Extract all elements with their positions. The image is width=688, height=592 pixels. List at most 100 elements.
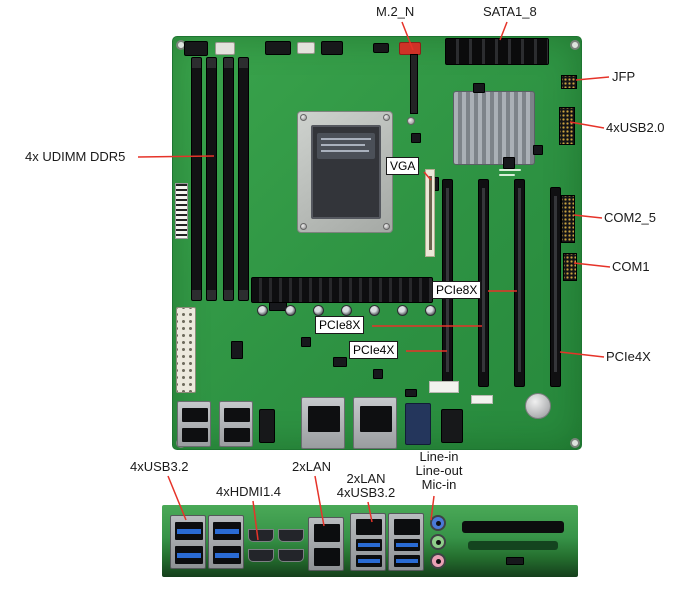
callout-4xusb3-2-line: 4xUSB3.2 — [336, 485, 396, 500]
socket-print-line — [321, 150, 369, 152]
hdmi-port — [278, 549, 304, 562]
socket-print-line — [321, 138, 371, 140]
usb-tongue — [396, 559, 418, 563]
dimm-slot — [223, 57, 234, 301]
callout-pcie4x-right: PCIe4X — [606, 349, 651, 364]
audio-stack-top-view — [405, 403, 431, 445]
port-opening — [182, 428, 208, 442]
usb-tongue — [358, 543, 380, 547]
usb-tongue — [358, 559, 380, 563]
mic-in-jack — [430, 553, 446, 569]
jack-hole — [435, 539, 441, 545]
pcie-slot — [550, 187, 561, 387]
boxlabel-pcie4x: PCIe4X — [349, 341, 399, 359]
usb-tongue — [215, 529, 239, 534]
hdmi-port — [278, 529, 304, 542]
boxlabel-pcie8x-lower: PCIe8X — [315, 316, 365, 334]
lan-port — [356, 519, 382, 535]
usb32-port — [175, 522, 203, 540]
slot-groove — [482, 188, 485, 372]
usb32-port — [213, 546, 241, 564]
lan-port — [394, 519, 420, 535]
top-edge-connector — [215, 42, 235, 55]
usb-tongue — [396, 543, 418, 547]
port-opening — [360, 406, 392, 432]
vga-slot — [425, 169, 435, 257]
usb32-port — [356, 555, 382, 567]
line-in-jack — [430, 515, 446, 531]
lan-port — [314, 548, 340, 566]
label-sticker — [429, 381, 459, 393]
capacitor — [341, 305, 352, 316]
hdmi-port — [248, 529, 274, 542]
com1-header — [563, 253, 577, 281]
mounting-hole — [570, 40, 580, 50]
hdmi-port — [248, 549, 274, 562]
boxlabel-pcie8x-upper: PCIe8X — [432, 281, 482, 299]
top-edge-connector — [265, 41, 291, 55]
cmos-battery — [525, 393, 551, 419]
label-sticker — [471, 395, 493, 404]
silkscreen-mark — [499, 174, 515, 176]
com2-5-header — [561, 195, 575, 243]
callout-4xhdmi1-4: 4xHDMI1.4 — [216, 484, 282, 499]
lan-jack-top-view — [353, 397, 397, 449]
chip — [373, 369, 383, 379]
chip — [411, 133, 421, 143]
motherboard-photo — [172, 36, 582, 450]
barcode-sticker — [175, 183, 188, 239]
callout-line-out: Line-out — [415, 463, 463, 478]
pcie-slot — [514, 179, 525, 387]
slot-groove — [518, 188, 521, 372]
usb-tongue — [215, 553, 239, 558]
atx-power-connector — [176, 307, 196, 393]
lan-usb-combo-stack — [388, 513, 424, 571]
usb32-port — [175, 546, 203, 564]
port-opening — [308, 406, 340, 432]
usb-stack-top-view — [219, 401, 253, 447]
usb2-headers — [559, 107, 575, 145]
capacitor — [285, 305, 296, 316]
port-opening — [224, 408, 250, 422]
m2-slot — [410, 54, 418, 114]
mounting-hole — [570, 438, 580, 448]
io-connector-top-view — [441, 409, 463, 443]
callout-m2: M.2_N — [376, 4, 415, 19]
chip — [503, 157, 515, 169]
capacitor — [425, 305, 436, 316]
callout-4xusb2-0: 4xUSB2.0 — [606, 120, 665, 135]
top-edge-connector — [297, 42, 315, 54]
socket-screw — [300, 223, 307, 230]
silkscreen-mark — [499, 169, 521, 171]
callout-2xlan-line: 2xLAN — [346, 471, 386, 486]
slot-groove — [554, 196, 557, 372]
fan-header — [373, 43, 389, 53]
vrm-heatsink — [251, 277, 433, 303]
usb32-port-stack — [208, 515, 244, 569]
line-out-jack — [430, 534, 446, 550]
sata-ports — [445, 38, 549, 65]
chip — [405, 389, 417, 397]
usb32-port — [213, 522, 241, 540]
cpu-socket-label — [317, 133, 375, 159]
callout-jfp: JFP — [612, 69, 636, 84]
usb-tongue — [177, 553, 201, 558]
socket-print-line — [321, 144, 365, 146]
top-edge-connector — [321, 41, 343, 55]
dimm-slot — [191, 57, 202, 301]
pch-heatsink — [453, 91, 535, 165]
rear-io-panel-photo — [162, 505, 578, 577]
capacitor — [313, 305, 324, 316]
port-opening — [224, 428, 250, 442]
callout-sata1-8: SATA1_8 — [483, 4, 537, 19]
jack-hole — [435, 558, 441, 564]
m2-standoff-screw — [407, 117, 415, 125]
board-slot-edge — [462, 521, 564, 533]
usb32-port-stack — [170, 515, 206, 569]
dimm-slot — [206, 57, 217, 301]
slot-groove — [429, 176, 432, 250]
usb32-port — [394, 539, 420, 551]
chip — [506, 557, 524, 565]
boxlabel-vga: VGA — [386, 157, 420, 175]
